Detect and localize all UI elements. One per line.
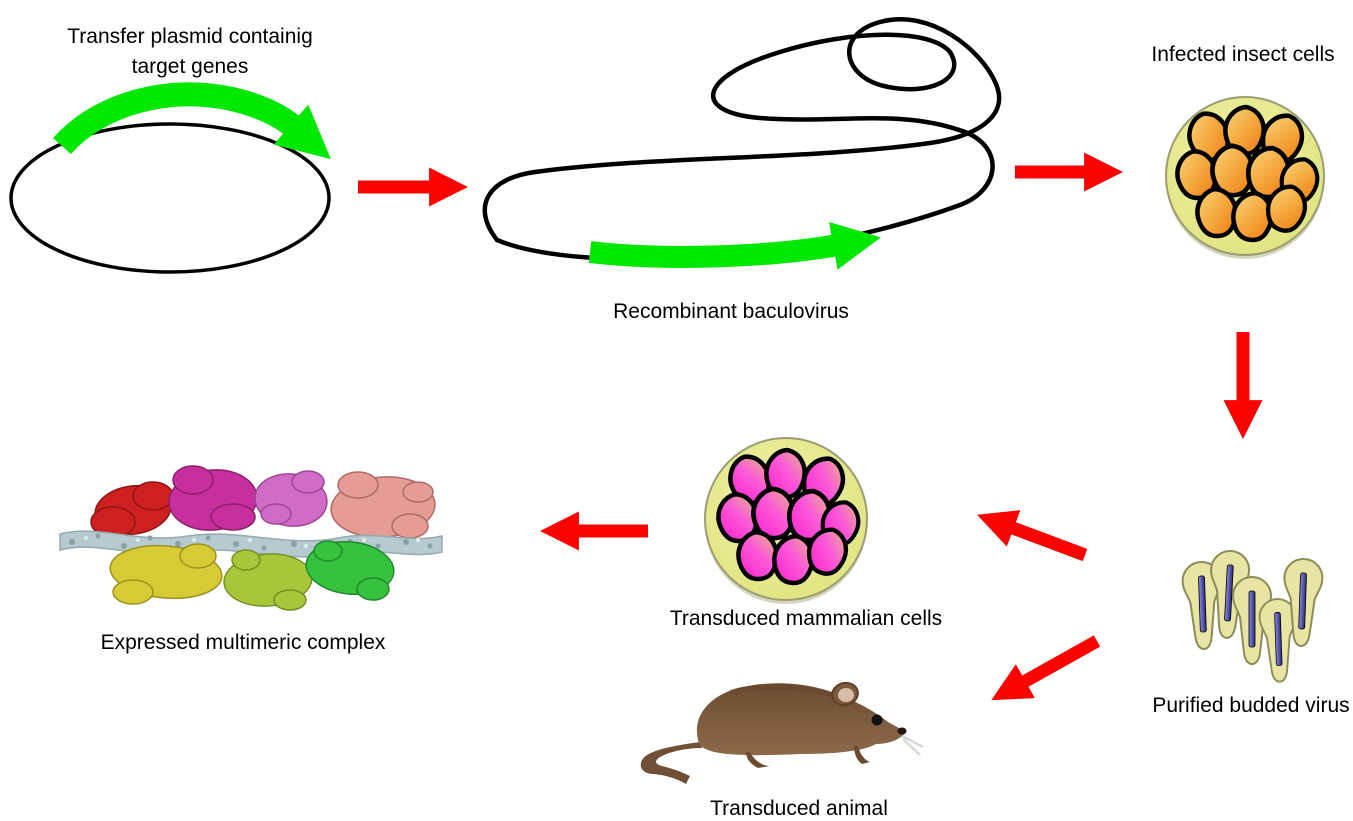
arrow-budded-virus-to-mammalian-cells — [977, 510, 1088, 562]
mouse-illustration — [640, 681, 924, 784]
plasmid-node — [9, 82, 331, 274]
gene-insert-arrow — [588, 222, 881, 270]
label-transfer-plasmid-line2: target genes — [131, 55, 249, 78]
label-transfer-plasmid: Transfer plasmid containig target genes — [67, 22, 313, 82]
label-recombinant-baculovirus: Recombinant baculovirus — [613, 300, 849, 323]
mouse-hind-leg — [746, 752, 770, 768]
mouse-front-leg — [854, 746, 870, 764]
mouse-ear-inner — [838, 688, 854, 702]
insect-cell — [1195, 187, 1237, 237]
arrow-budded-virus-to-animal — [991, 635, 1101, 701]
mammalian-cell — [736, 530, 778, 580]
label-transduced-mammalian-cells: Transduced mammalian cells — [669, 607, 943, 630]
flow-arrows — [358, 152, 1263, 701]
label-purified-budded-virus: Purified budded virus — [1152, 694, 1350, 717]
mouse-tail — [640, 742, 702, 784]
budded-virus-cluster — [1180, 549, 1325, 684]
mouse-whiskers — [901, 734, 924, 756]
dna-squiggle — [482, 17, 1002, 262]
mouse-nose — [897, 727, 907, 735]
mouse-eye — [871, 714, 883, 726]
mammalian-cells-dish — [704, 437, 868, 604]
label-expressed-multimeric-complex: Expressed multimeric complex — [100, 631, 386, 654]
label-transfer-plasmid-line1: Transfer plasmid containig — [67, 25, 313, 48]
protein-complex-illustration — [59, 465, 443, 611]
label-infected-insect-cells: Infected insect cells — [1151, 43, 1335, 66]
label-transduced-animal: Transduced animal — [710, 797, 888, 820]
insect-cells-dish — [1165, 96, 1325, 259]
gene-arc-arrow — [53, 82, 331, 160]
filament-highlights — [84, 536, 420, 548]
plasmid-circle — [9, 122, 331, 274]
baculovirus-dna-node — [482, 17, 1002, 270]
